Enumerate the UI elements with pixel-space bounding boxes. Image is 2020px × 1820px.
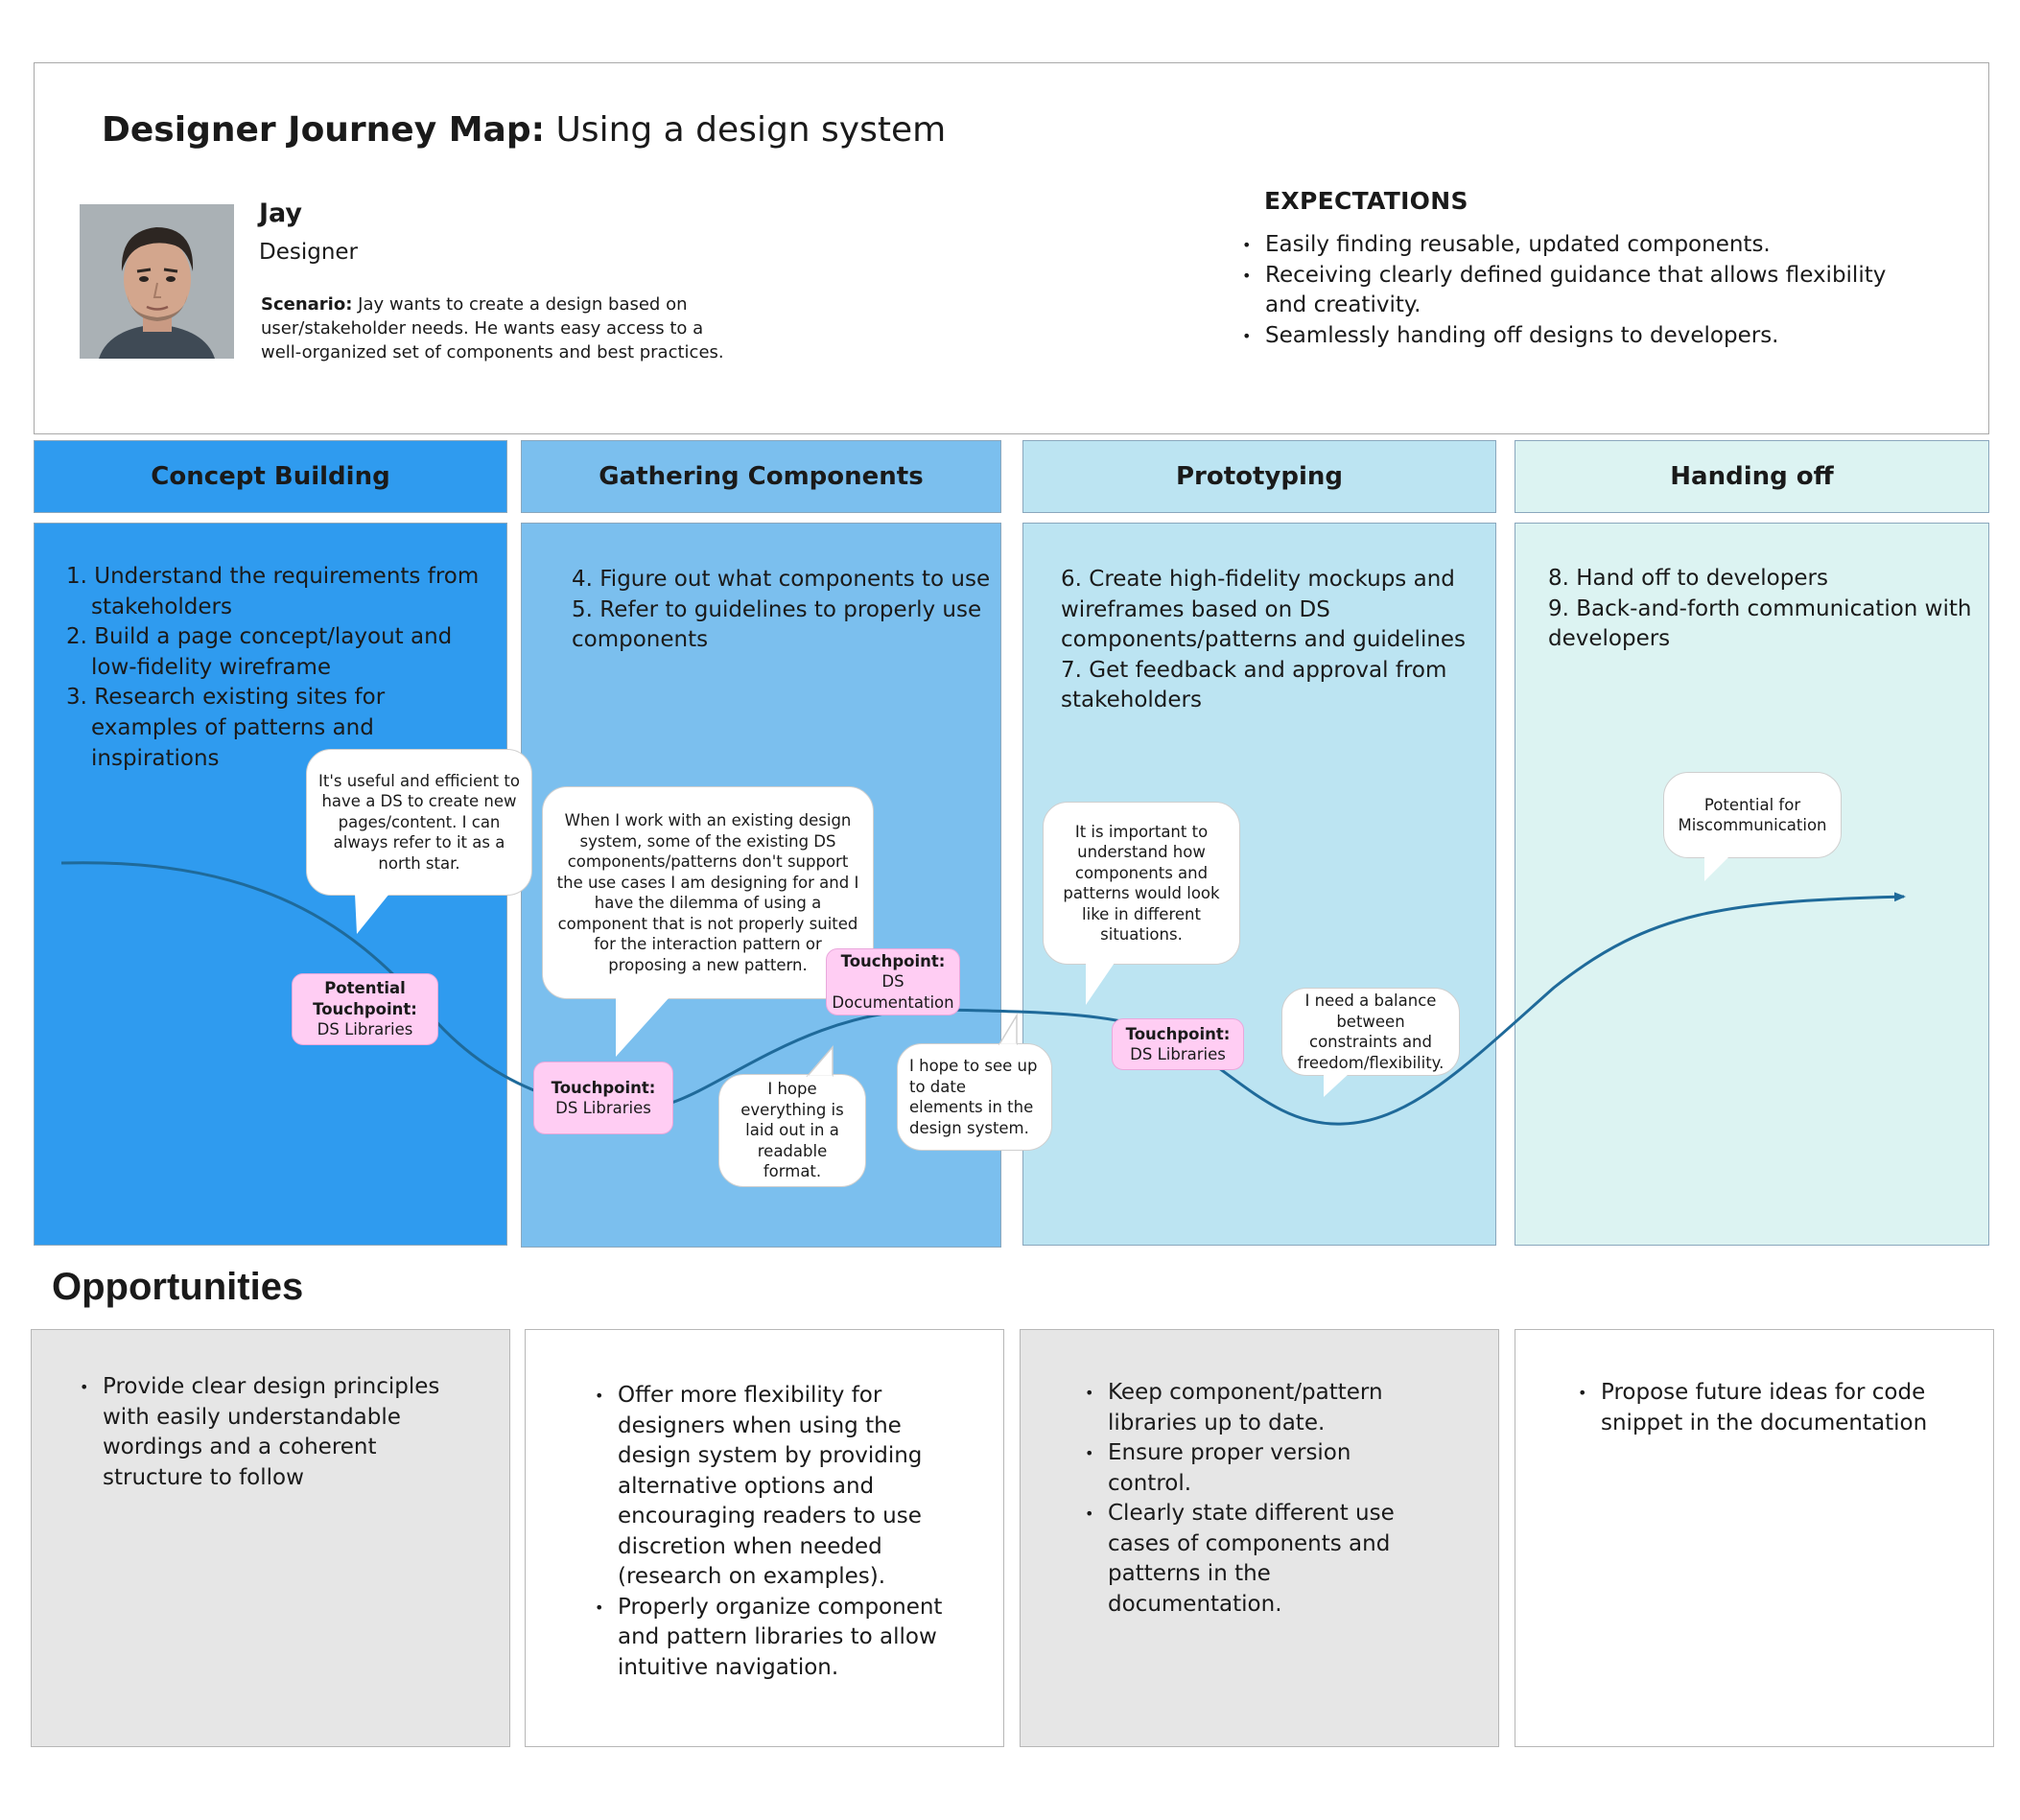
opportunity-list: Offer more flexibility for designers whe… (595, 1381, 978, 1683)
opportunity-item: Offer more flexibility for designers whe… (595, 1381, 978, 1593)
stage-steps: 4. Figure out what components to use 5. … (572, 567, 991, 653)
opportunity-card: Propose future ideas for code snippet in… (1515, 1329, 1994, 1747)
touchpoint-ds-documentation: Touchpoint: DS Documentation (826, 948, 960, 1015)
persona-name: Jay (259, 198, 303, 228)
stage-header-gathering-components: Gathering Components (521, 440, 1001, 513)
persona-role: Designer (259, 240, 359, 265)
quote-bubble-balance: I need a balance between constraints and… (1281, 988, 1460, 1076)
opportunity-item: Clearly state different use cases of com… (1085, 1499, 1440, 1620)
opportunity-list: Provide clear design principles with eas… (80, 1372, 463, 1493)
stage-header-concept-building: Concept Building (34, 440, 507, 513)
expectation-item: Seamlessly handing off designs to develo… (1242, 321, 1933, 352)
expectation-item: Receiving clearly defined guidance that … (1242, 261, 1933, 321)
expectations-title: EXPECTATIONS (1264, 187, 1468, 215)
avatar (80, 204, 234, 359)
stage-steps: 6. Create high-fidelity mockups and wire… (1061, 567, 1467, 713)
opportunity-item: Provide clear design principles with eas… (80, 1372, 463, 1493)
opportunity-item: Propose future ideas for code snippet in… (1578, 1378, 1933, 1438)
stage-box-handing-off: 8. Hand off to developers 9. Back-and-fo… (1515, 523, 1989, 1246)
expectations-list: Easily finding reusable, updated compone… (1242, 230, 1933, 351)
opportunity-card: Keep component/pattern libraries up to d… (1020, 1329, 1499, 1747)
quote-bubble-dilemma: When I work with an existing design syst… (542, 786, 874, 999)
quote-bubble-north-star: It's useful and efficient to have a DS t… (306, 749, 532, 896)
opportunity-list: Propose future ideas for code snippet in… (1578, 1378, 1933, 1438)
stage-steps: 1. Understand the requirements from stak… (66, 564, 480, 771)
quote-bubble-situations: It is important to understand how compon… (1043, 802, 1240, 965)
expectation-item: Easily finding reusable, updated compone… (1242, 230, 1933, 261)
page-title: Designer Journey Map: Using a design sys… (102, 110, 947, 150)
touchpoint-potential-ds-libraries: Potential Touchpoint: DS Libraries (292, 973, 438, 1045)
opportunity-card: Provide clear design principles with eas… (31, 1329, 510, 1747)
quote-bubble-miscommunication: Potential for Miscommunication (1663, 772, 1842, 858)
stage-header-handing-off: Handing off (1515, 440, 1989, 513)
opportunity-item: Keep component/pattern libraries up to d… (1085, 1378, 1440, 1438)
touchpoint-ds-libraries: Touchpoint: DS Libraries (533, 1062, 673, 1134)
touchpoint-ds-libraries-prototyping: Touchpoint: DS Libraries (1112, 1018, 1244, 1070)
stage-header-prototyping: Prototyping (1022, 440, 1496, 513)
opportunity-list: Keep component/pattern libraries up to d… (1085, 1378, 1440, 1620)
quote-bubble-readable: I hope everything is laid out in a reada… (718, 1074, 866, 1187)
opportunities-title: Opportunities (52, 1266, 304, 1308)
quote-bubble-up-to-date: I hope to see up to date elements in the… (897, 1043, 1052, 1151)
opportunity-item: Properly organize component and pattern … (595, 1593, 978, 1684)
opportunity-card: Offer more flexibility for designers whe… (525, 1329, 1004, 1747)
persona-scenario: Scenario: Jay wants to create a design b… (261, 294, 724, 362)
opportunity-item: Ensure proper version control. (1085, 1438, 1440, 1499)
stage-steps: 8. Hand off to developers 9. Back-and-fo… (1548, 566, 1972, 652)
